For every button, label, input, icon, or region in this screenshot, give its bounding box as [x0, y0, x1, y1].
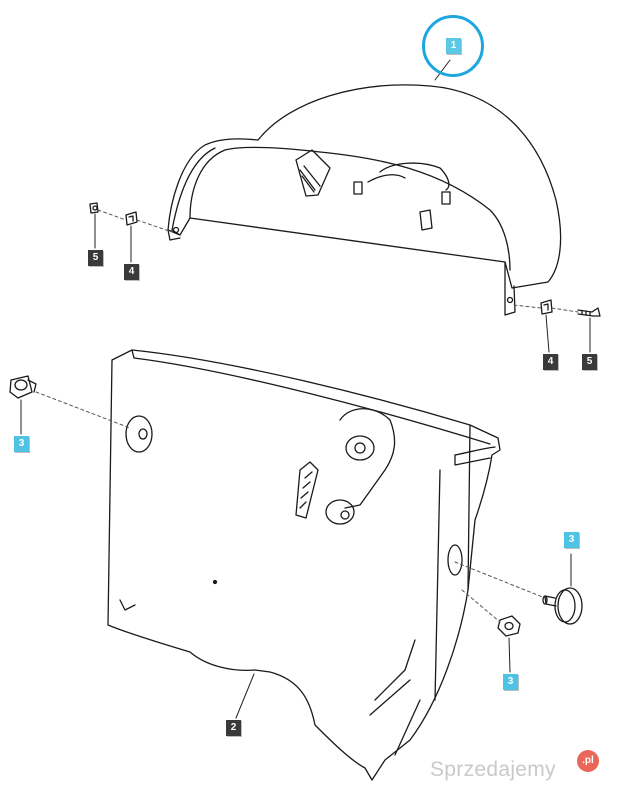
lower-shell [107, 349, 501, 781]
callout-label-part-3-nut[interactable]: 3 [503, 674, 518, 690]
grommet-left [9, 375, 37, 399]
leader-lines [20, 59, 591, 719]
screw-left [89, 202, 99, 214]
watermark-text: Sprzedajemy [430, 758, 556, 781]
knob-screw [542, 587, 583, 625]
upper-hood-cover [167, 84, 562, 316]
callout-label-part-3-grommet[interactable]: 3 [14, 436, 29, 452]
callout-label-part-4-right[interactable]: 4 [543, 354, 558, 370]
screw-right [577, 307, 601, 317]
callout-label-part-4-left[interactable]: 4 [124, 264, 139, 280]
clip-right [540, 299, 553, 315]
callout-label-part-5-right[interactable]: 5 [582, 354, 597, 370]
callout-label-part-1[interactable]: 1 [446, 38, 461, 54]
nut [497, 615, 521, 637]
callout-label-part-3-knob[interactable]: 3 [564, 532, 579, 548]
selected-part-highlight-ring [422, 15, 484, 77]
callout-label-part-5-left[interactable]: 5 [88, 250, 103, 266]
assembly-lines [35, 209, 579, 623]
callout-label-part-2[interactable]: 2 [226, 720, 241, 736]
watermark-logo-badge: .pl [577, 750, 599, 772]
clip-left [125, 211, 138, 226]
